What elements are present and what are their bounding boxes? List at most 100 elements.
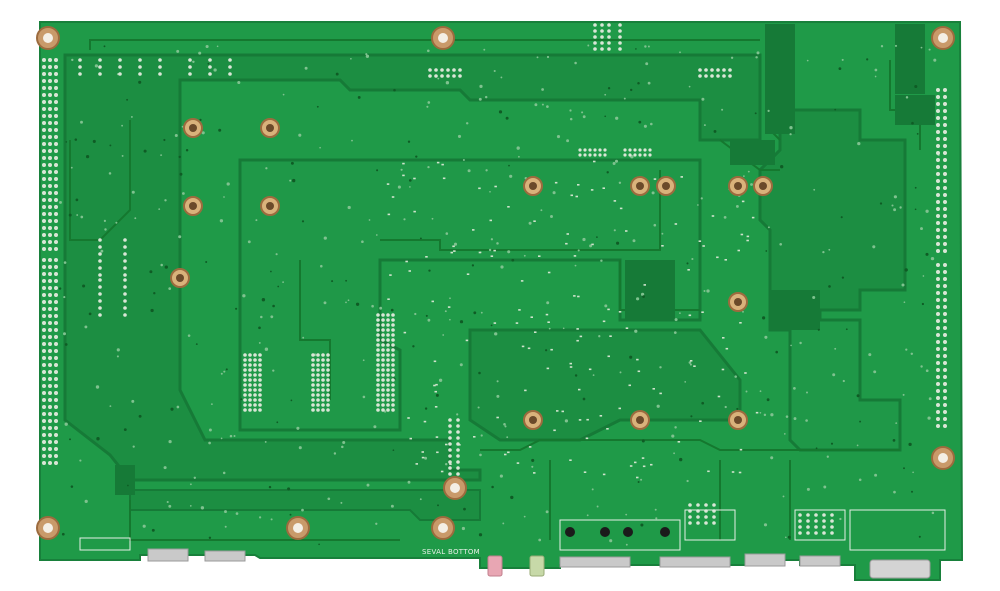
via [552, 191, 556, 195]
edge-pin [42, 86, 46, 90]
edge-pin [943, 207, 947, 211]
via [224, 525, 227, 528]
edge-pin [42, 419, 46, 423]
via [304, 66, 308, 70]
via [130, 115, 133, 118]
header-pin [698, 68, 702, 72]
standoff-hole [636, 416, 644, 424]
header-pin [253, 368, 257, 372]
via [473, 311, 477, 315]
edge-pin [54, 100, 58, 104]
header-pin [638, 153, 642, 157]
via [362, 395, 366, 399]
smd-pad [473, 436, 476, 438]
header-pin [376, 328, 380, 332]
edge-pin [54, 384, 58, 388]
header-pin [607, 35, 611, 39]
via [207, 62, 210, 65]
via [645, 62, 649, 66]
edge-pin [48, 419, 52, 423]
edge-pin [936, 116, 940, 120]
smd-pad [521, 345, 525, 348]
edge-pin [54, 279, 58, 283]
header-pin [386, 333, 390, 337]
via [653, 223, 657, 227]
via [75, 198, 79, 202]
edge-pin [936, 186, 940, 190]
edge-pin [42, 342, 46, 346]
via [198, 51, 202, 55]
via [671, 434, 675, 438]
smd-pad [450, 251, 453, 254]
header-pin [434, 68, 438, 72]
edge-pin [54, 258, 58, 262]
via [546, 301, 550, 305]
header-pin [326, 393, 330, 397]
via [928, 48, 931, 51]
via [467, 169, 471, 173]
edge-pin [42, 184, 46, 188]
edge-pin [48, 300, 52, 304]
edge-pin [42, 286, 46, 290]
smd-pad [634, 461, 637, 464]
edge-pin [48, 265, 52, 269]
via [457, 134, 462, 138]
via [109, 144, 112, 147]
mounting-hole [43, 33, 53, 43]
via [750, 183, 753, 186]
via [686, 262, 689, 265]
via [222, 471, 226, 475]
smd-pad [478, 187, 481, 190]
standoff-hole [759, 182, 767, 190]
edge-pin [54, 461, 58, 465]
edge-pin [54, 93, 58, 97]
via [208, 441, 211, 445]
header-pin [376, 343, 380, 347]
header-pin [386, 383, 390, 387]
header-pin [326, 388, 330, 392]
via [629, 355, 633, 359]
header-pin [253, 403, 257, 407]
via [462, 159, 465, 161]
smd-pad [493, 249, 496, 252]
via [586, 514, 589, 517]
via [361, 240, 364, 244]
via [301, 220, 305, 223]
edge-pin [943, 312, 947, 316]
header-pin [381, 353, 385, 357]
header-pin [391, 343, 395, 347]
edge-pin [54, 426, 58, 430]
via [634, 329, 638, 333]
via [609, 539, 613, 543]
via [116, 348, 120, 352]
via [70, 485, 74, 488]
smd-pad [641, 457, 645, 459]
via [270, 270, 272, 273]
header-pin [391, 348, 395, 352]
via [195, 343, 198, 345]
smd-pad [403, 331, 407, 334]
smd-pad [578, 419, 582, 421]
via [763, 413, 767, 417]
via [765, 250, 768, 252]
via [921, 302, 925, 306]
via [914, 186, 917, 189]
header-pin [391, 353, 395, 357]
via [784, 536, 787, 539]
edge-pin [48, 240, 52, 244]
edge-pin [48, 135, 52, 139]
smd-pad [606, 428, 609, 430]
via [743, 175, 745, 177]
edge-pin [54, 307, 58, 311]
smd-pad [421, 456, 425, 459]
header-pin [316, 398, 320, 402]
via [503, 422, 506, 426]
via [490, 238, 494, 241]
via [80, 215, 84, 219]
edge-pin [54, 233, 58, 237]
smd-pad [590, 189, 594, 191]
edge-pin [48, 321, 52, 325]
edge-pin [936, 389, 940, 393]
via [812, 295, 816, 300]
header-pin [381, 373, 385, 377]
